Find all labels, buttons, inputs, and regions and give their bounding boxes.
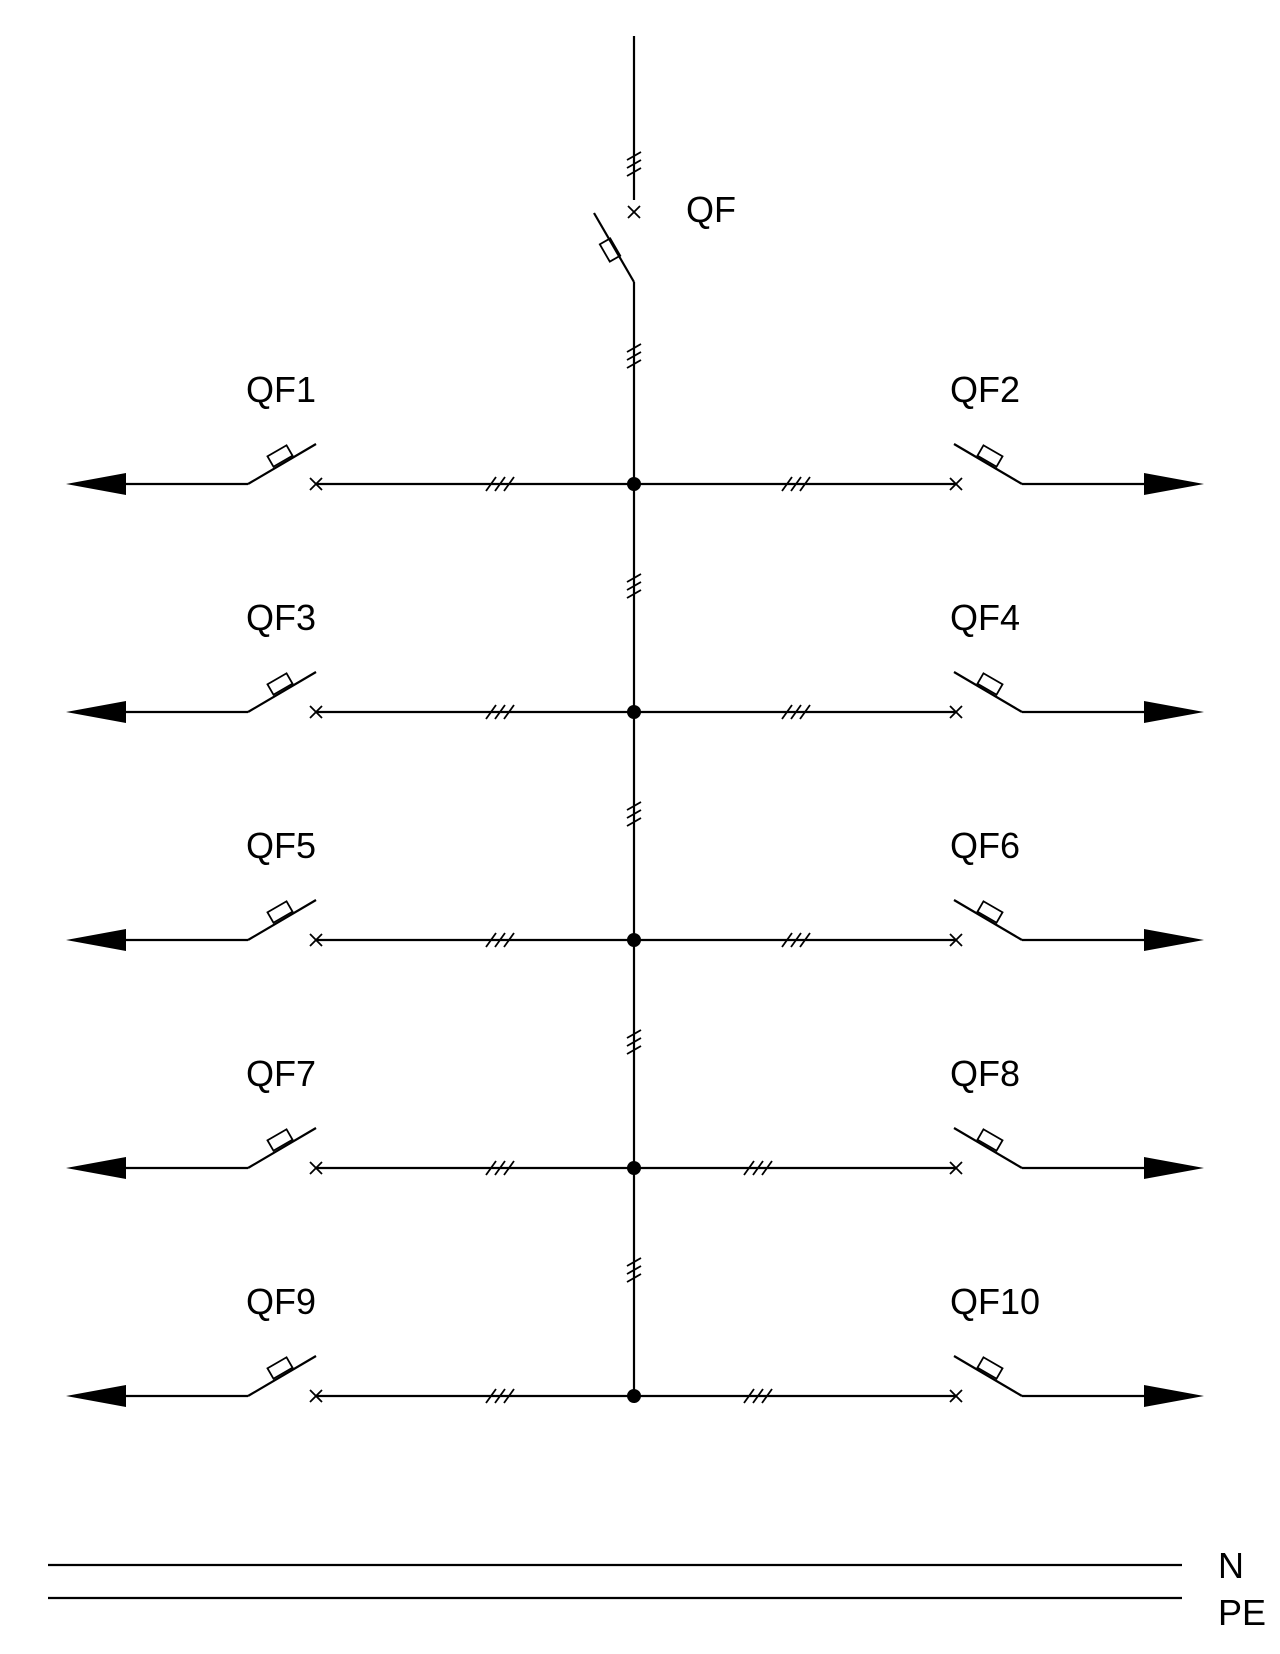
breaker-trip-box bbox=[976, 672, 1004, 696]
breaker-trip-box bbox=[976, 444, 1004, 468]
contact-cross-mark bbox=[949, 1161, 963, 1175]
busbar-three-phase-mark bbox=[626, 573, 642, 599]
three-phase-mark bbox=[485, 1160, 515, 1176]
breaker-trip-box bbox=[266, 1356, 294, 1380]
feeder-right-5: QF10 bbox=[634, 1281, 1204, 1407]
breaker-label: QF5 bbox=[246, 825, 316, 866]
breaker-trip-box bbox=[976, 1128, 1004, 1152]
contact-cross-mark bbox=[949, 477, 963, 491]
breaker-trip-box bbox=[266, 444, 294, 468]
breaker-trip-box bbox=[976, 1356, 1004, 1380]
breaker-label: QF6 bbox=[950, 825, 1020, 866]
breaker-trip-box bbox=[266, 1128, 294, 1152]
arrow-left-icon bbox=[66, 929, 126, 951]
three-phase-mark bbox=[485, 704, 515, 720]
breaker-blade bbox=[953, 1127, 1023, 1169]
breaker-blade bbox=[953, 899, 1023, 941]
contact-cross-mark bbox=[309, 477, 323, 491]
three-phase-mark bbox=[743, 1160, 773, 1176]
contact-cross-mark bbox=[949, 705, 963, 719]
feeder-row: QF7 QF8 bbox=[66, 1053, 1204, 1179]
contact-cross-mark bbox=[309, 933, 323, 947]
feeder-left-2: QF3 bbox=[66, 597, 634, 723]
three-phase-mark bbox=[485, 476, 515, 492]
contact-cross-mark bbox=[627, 205, 641, 219]
three-phase-mark bbox=[485, 932, 515, 948]
pe-label: PE bbox=[1218, 1592, 1266, 1633]
breaker-label: QF8 bbox=[950, 1053, 1020, 1094]
feeder-left-3: QF5 bbox=[66, 825, 634, 951]
feeder-row: QF9 QF10 bbox=[66, 1281, 1204, 1407]
main-breaker-label: QF bbox=[686, 189, 736, 230]
busbar-three-phase-mark bbox=[626, 343, 642, 369]
contact-cross-mark bbox=[949, 1389, 963, 1403]
main-breaker-blade bbox=[593, 212, 635, 283]
feeder-left-5: QF9 bbox=[66, 1281, 634, 1407]
three-phase-mark bbox=[781, 704, 811, 720]
feeder-row: QF1 QF2 bbox=[66, 369, 1204, 495]
busbar-three-phase-mark bbox=[626, 801, 642, 827]
arrow-right-icon bbox=[1144, 1157, 1204, 1179]
pe-conductor: PE bbox=[48, 1592, 1266, 1633]
breaker-blade bbox=[247, 899, 317, 941]
breaker-blade bbox=[247, 1127, 317, 1169]
busbar-phase-marks bbox=[626, 343, 642, 1283]
arrow-left-icon bbox=[66, 473, 126, 495]
breaker-label: QF2 bbox=[950, 369, 1020, 410]
arrow-right-icon bbox=[1144, 929, 1204, 951]
breaker-blade bbox=[247, 1355, 317, 1397]
feeder-left-1: QF1 bbox=[66, 369, 634, 495]
breaker-trip-box bbox=[266, 672, 294, 696]
feeder-right-1: QF2 bbox=[634, 369, 1204, 495]
contact-cross-mark bbox=[309, 705, 323, 719]
breaker-blade bbox=[953, 443, 1023, 485]
breaker-blade bbox=[953, 671, 1023, 713]
contact-cross-mark bbox=[309, 1389, 323, 1403]
main-breaker: QF bbox=[593, 36, 736, 283]
breaker-label: QF10 bbox=[950, 1281, 1040, 1322]
three-phase-mark bbox=[743, 1388, 773, 1404]
breaker-trip-box bbox=[976, 900, 1004, 924]
breaker-blade bbox=[953, 1355, 1023, 1397]
breaker-blade bbox=[247, 671, 317, 713]
breaker-trip-box bbox=[266, 900, 294, 924]
busbar-three-phase-mark bbox=[626, 1029, 642, 1055]
feeder-right-3: QF6 bbox=[634, 825, 1204, 951]
arrow-right-icon bbox=[1144, 701, 1204, 723]
three-phase-mark bbox=[485, 1388, 515, 1404]
arrow-left-icon bbox=[66, 701, 126, 723]
breaker-label: QF3 bbox=[246, 597, 316, 638]
feeder-right-4: QF8 bbox=[634, 1053, 1204, 1179]
arrow-left-icon bbox=[66, 1157, 126, 1179]
busbar-three-phase-mark bbox=[626, 1257, 642, 1283]
three-phase-mark bbox=[781, 932, 811, 948]
contact-cross-mark bbox=[949, 933, 963, 947]
neutral-label: N bbox=[1218, 1545, 1244, 1586]
breaker-label: QF1 bbox=[246, 369, 316, 410]
feeder-row: QF3 QF4 bbox=[66, 597, 1204, 723]
three-phase-mark bbox=[781, 476, 811, 492]
arrow-right-icon bbox=[1144, 473, 1204, 495]
arrow-left-icon bbox=[66, 1385, 126, 1407]
arrow-right-icon bbox=[1144, 1385, 1204, 1407]
three-phase-mark bbox=[626, 151, 642, 177]
contact-cross-mark bbox=[309, 1161, 323, 1175]
main-breaker-trip-box bbox=[598, 237, 622, 263]
breaker-label: QF4 bbox=[950, 597, 1020, 638]
feeder-left-4: QF7 bbox=[66, 1053, 634, 1179]
breaker-label: QF7 bbox=[246, 1053, 316, 1094]
breaker-label: QF9 bbox=[246, 1281, 316, 1322]
neutral-conductor: N bbox=[48, 1545, 1244, 1586]
breaker-blade bbox=[247, 443, 317, 485]
feeder-right-2: QF4 bbox=[634, 597, 1204, 723]
feeder-row: QF5 QF6 bbox=[66, 825, 1204, 951]
